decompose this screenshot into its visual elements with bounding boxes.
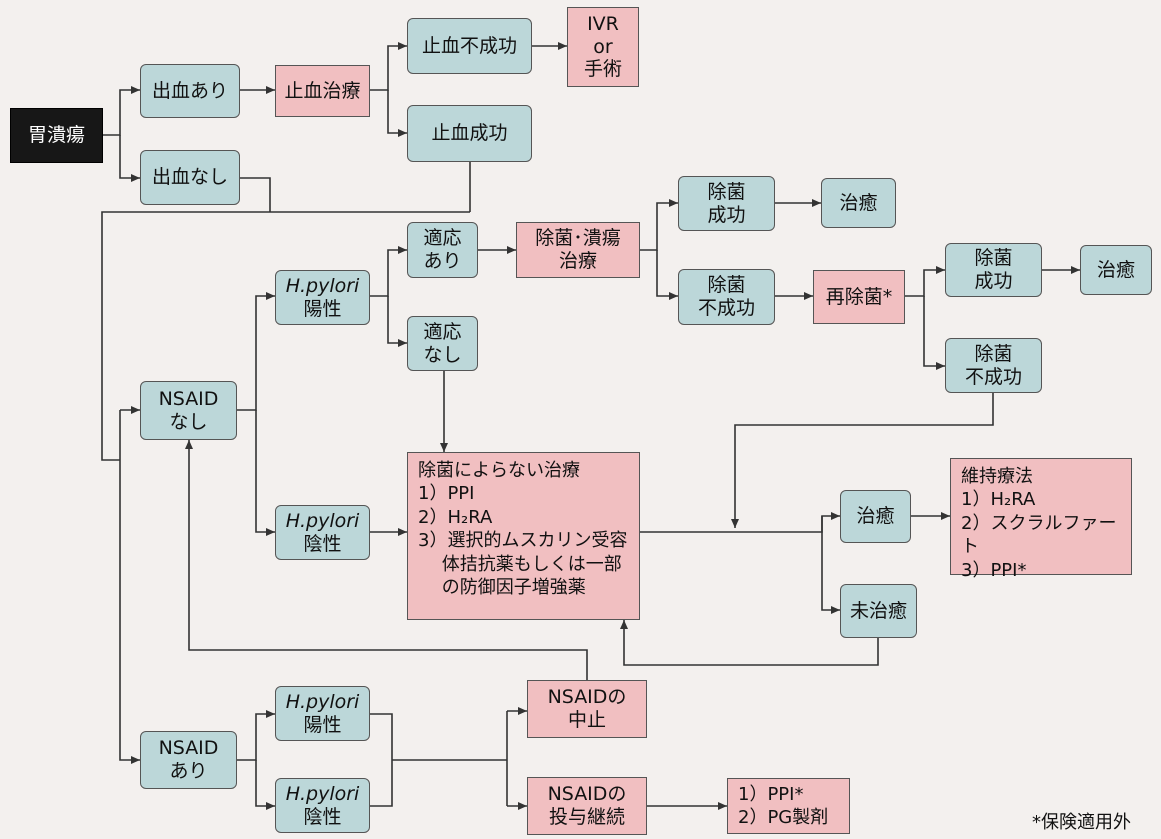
node-label-line: 治療: [558, 250, 597, 272]
node-label-line: の防御因子増強薬: [418, 576, 586, 598]
node-gastric-ulcer: 胃潰瘍: [10, 108, 103, 163]
node-eradication-fail-1: 除菌 不成功: [678, 269, 775, 325]
node-eradication-success-1: 除菌 成功: [678, 176, 775, 231]
node-nsaid-stop: NSAIDの 中止: [527, 680, 647, 738]
node-label-line: 1）PPI*: [738, 784, 804, 805]
node-label-line: 維持療法: [961, 466, 1033, 487]
node-label: 再除菌*: [825, 285, 893, 308]
node-label-line: なし: [169, 410, 208, 433]
node-label: 出血あり: [151, 79, 228, 102]
node-not-cured: 未治癒: [840, 584, 917, 638]
node-label-line: 適応: [423, 227, 462, 250]
node-label-line: 不成功: [964, 365, 1022, 388]
node-hp-negative-1: H.pylori 陰性: [275, 505, 370, 560]
node-label-line: 除菌: [974, 247, 1013, 270]
node-nsaid-yes: NSAID あり: [140, 731, 237, 789]
node-label-line: 陽性: [303, 297, 342, 320]
node-label-line: 陰性: [303, 532, 342, 555]
node-label-line: NSAIDの: [547, 783, 627, 806]
node-cured-3: 治癒: [840, 490, 911, 543]
node-cured-1: 治癒: [821, 178, 896, 228]
node-label-line: 除菌･潰瘍: [535, 227, 621, 250]
node-cured-2: 治癒: [1080, 245, 1152, 295]
node-label-line: 2）H₂RA: [418, 506, 493, 528]
node-indication-yes: 適応 あり: [407, 222, 478, 278]
node-label: 胃潰瘍: [27, 124, 85, 147]
node-ppi-pg: 1）PPI* 2）PG製剤: [727, 778, 850, 834]
node-hemostasis-fail: 止血不成功: [407, 18, 532, 74]
node-label-line: 除菌: [707, 274, 746, 297]
node-label-line: 除菌: [974, 342, 1013, 365]
node-label-line: NSAIDの: [547, 686, 627, 709]
node-indication-no: 適応 なし: [407, 316, 478, 371]
node-label: 出血なし: [151, 166, 228, 189]
node-label-line: NSAID: [158, 387, 219, 410]
node-label-line: or: [593, 35, 613, 58]
node-label: 止血治療: [284, 79, 361, 102]
node-hemostasis-treatment: 止血治療: [275, 65, 370, 117]
node-label: 止血不成功: [421, 34, 517, 57]
node-re-eradication: 再除菌*: [813, 270, 905, 324]
node-label-line: 除菌: [707, 180, 746, 203]
node-label-line: 適応: [423, 320, 462, 343]
node-label: 止血成功: [431, 122, 508, 145]
node-label-line: 陽性: [303, 713, 342, 736]
node-label-line: 体拮抗薬もしくは一部: [418, 553, 622, 575]
node-non-eradication-treatment: 除菌によらない治療 1）PPI 2）H₂RA 3）選択的ムスカリン受容 体拮抗薬…: [407, 452, 640, 620]
node-bleeding-no: 出血なし: [140, 150, 240, 205]
node-label-line: 2）スクラルファート: [961, 512, 1117, 558]
node-eradication-success-2: 除菌 成功: [945, 243, 1042, 297]
node-label-line: H.pylori: [285, 509, 360, 532]
node-label-line: 1）H₂RA: [961, 489, 1036, 511]
node-label-line: H.pylori: [285, 274, 360, 297]
node-nsaid-continue: NSAIDの 投与継続: [527, 777, 647, 835]
node-label-line: IVR: [587, 12, 619, 35]
node-label-line: 3）選択的ムスカリン受容: [418, 530, 628, 552]
node-hp-positive-2: H.pylori 陽性: [275, 686, 370, 741]
node-label-line: 除菌によらない治療: [418, 460, 580, 481]
node-ivr-or-surgery: IVR or 手術: [567, 7, 639, 87]
node-hp-negative-2: H.pylori 陰性: [275, 778, 370, 833]
node-eradication-fail-2: 除菌 不成功: [945, 338, 1042, 393]
node-label-line: NSAID: [158, 737, 219, 760]
node-label-line: 3）PPI*: [961, 559, 1027, 581]
node-label-line: あり: [423, 250, 462, 272]
node-label-line: 成功: [974, 270, 1013, 292]
node-label-line: 投与継続: [548, 806, 625, 828]
node-label: 治癒: [839, 191, 878, 214]
node-label-line: 1）PPI: [418, 483, 475, 505]
node-hp-positive-1: H.pylori 陽性: [275, 270, 370, 325]
node-label-line: H.pylori: [285, 690, 360, 713]
node-bleeding-yes: 出血あり: [140, 64, 240, 118]
node-eradication-ulcer-treatment: 除菌･潰瘍 治療: [516, 222, 640, 278]
node-maintenance-therapy: 維持療法 1）H₂RA 2）スクラルファート 3）PPI*: [950, 458, 1132, 581]
node-label-line: 陰性: [303, 805, 342, 828]
node-label: 未治癒: [849, 599, 907, 622]
node-label-line: 2）PG製剤: [738, 807, 829, 829]
node-label-line: H.pylori: [285, 782, 360, 805]
node-label-line: 手術: [583, 58, 622, 81]
node-nsaid-no: NSAID なし: [140, 381, 237, 440]
node-label-line: 中止: [567, 709, 606, 731]
node-label: 治癒: [1096, 258, 1135, 281]
node-hemostasis-success: 止血成功: [407, 105, 532, 162]
node-label-line: 不成功: [697, 297, 755, 319]
node-label-line: 成功: [707, 203, 746, 226]
footnote: *保険適用外: [1032, 812, 1131, 833]
node-label-line: なし: [423, 343, 462, 366]
node-label: 治癒: [856, 505, 895, 528]
node-label-line: あり: [169, 760, 208, 782]
